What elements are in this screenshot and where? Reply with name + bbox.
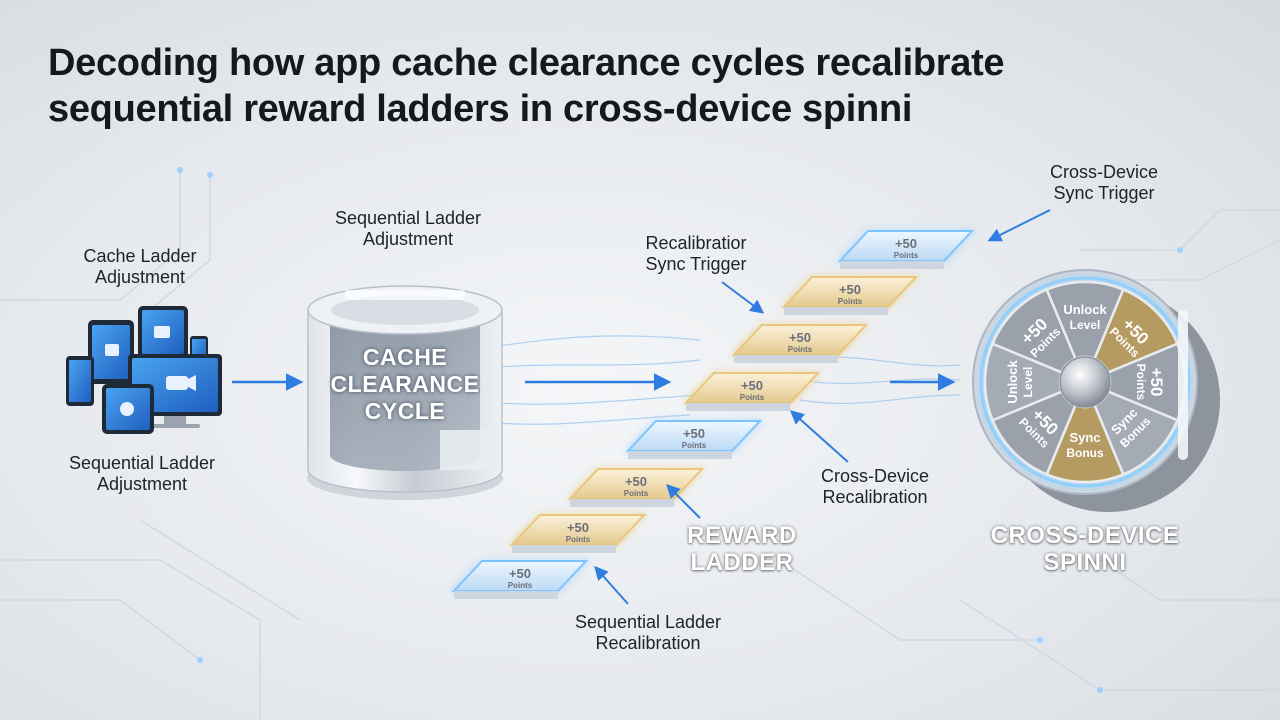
- ladder-step-side: [628, 451, 732, 459]
- wheel-segment-line2: Level: [1021, 367, 1035, 398]
- circuit-nodes: [177, 167, 1183, 693]
- ladder-step-value: +50: [789, 330, 811, 345]
- label-line: Sync Trigger: [1053, 183, 1155, 203]
- title-line: CROSS-DEVICE: [990, 522, 1180, 549]
- label-line: Adjustment: [94, 267, 186, 287]
- label-line: Recalibration: [595, 633, 701, 653]
- label-line: Adjustment: [96, 474, 188, 494]
- ladder-step-caption: Points: [838, 297, 863, 306]
- title-line: REWARD: [687, 522, 797, 549]
- label-line: Adjustment: [362, 229, 454, 249]
- spin-wheel: UnlockLevel+50Points+50PointsSyncBonusSy…: [972, 269, 1220, 512]
- ladder-step-value: +50: [625, 474, 647, 489]
- label-sequential-ladder-adjustment-top: Sequential Ladder Adjustment: [318, 208, 498, 250]
- page-title: Decoding how app cache clearance cycles …: [48, 40, 1228, 132]
- wheel-segment-line2: Bonus: [1066, 446, 1104, 460]
- title-line: LADDER: [690, 549, 794, 576]
- ladder-step-side: [454, 591, 558, 599]
- ladder-step-value: +50: [683, 426, 705, 441]
- ladder-step-side: [570, 499, 674, 507]
- label-line: Sequential Ladder: [334, 208, 482, 228]
- label-sequential-ladder-recalibration: Sequential Ladder Recalibration: [558, 612, 738, 654]
- title-line-1: Decoding how app cache clearance cycles …: [48, 42, 1005, 84]
- ladder-step-caption: Points: [740, 393, 765, 402]
- label-recalibration-sync-trigger: Recalibratior Sync Trigger: [626, 233, 766, 275]
- wheel-segment-line1: +50: [1147, 368, 1166, 397]
- label-line: Sync Trigger: [645, 254, 747, 274]
- label-line: Cross-Device: [1049, 162, 1159, 182]
- ladder-step-value: +50: [567, 520, 589, 535]
- arrow-cross-sync: [987, 209, 1051, 242]
- ladder-step-caption: Points: [788, 345, 813, 354]
- ladder-step-side: [840, 261, 944, 269]
- label-line: Recalibration: [822, 487, 928, 507]
- wheel-segment-line1: Sync: [1069, 430, 1100, 445]
- label-line: Recalibratior: [645, 233, 747, 253]
- wheel-segment-line2: Points: [1134, 364, 1148, 401]
- ladder-step-caption: Points: [566, 535, 591, 544]
- ladder-step-value: +50: [741, 378, 763, 393]
- ladder-step-caption: Points: [508, 581, 533, 590]
- title-line-2: sequential reward ladders in cross-devic…: [48, 88, 913, 130]
- ladder-step-side: [734, 355, 838, 363]
- wheel-segment-line2: Level: [1070, 318, 1101, 332]
- wheel-segment-line1: Unlock: [1063, 302, 1107, 317]
- wheel-segment-line1: Unlock: [1005, 360, 1020, 404]
- ladder-step-caption: Points: [682, 441, 707, 450]
- ladder-step-side: [686, 403, 790, 411]
- arrow-seq-recal: [594, 565, 629, 605]
- label-cross-device-sync-trigger: Cross-Device Sync Trigger: [1034, 162, 1174, 204]
- label-line: Sequential Ladder: [574, 612, 722, 632]
- cylinder-line: CYCLE: [364, 398, 446, 424]
- ladder-step-value: +50: [895, 236, 917, 251]
- label-line: Cross-Device: [820, 466, 930, 486]
- cache-cylinder: [307, 285, 503, 500]
- ladder-step-side: [784, 307, 888, 315]
- label-line: Cache Ladder: [83, 246, 197, 266]
- label-sequential-ladder-adjustment-left: Sequential Ladder Adjustment: [52, 453, 232, 495]
- arrow-reward-ladder: [666, 484, 701, 519]
- ladder-step-caption: Points: [624, 489, 649, 498]
- ladder-step-value: +50: [509, 566, 531, 581]
- ladder-step-caption: Points: [894, 251, 919, 260]
- reward-ladder-title: REWARD LADDER: [672, 522, 812, 576]
- cylinder-line: CLEARANCE: [330, 371, 480, 397]
- cylinder-line: CACHE: [362, 344, 448, 370]
- title-line: SPINNI: [1043, 549, 1127, 576]
- cross-device-spinni-title: CROSS-DEVICE SPINNI: [985, 522, 1185, 576]
- label-cross-device-recalibration: Cross-Device Recalibration: [805, 466, 945, 508]
- cache-clearance-cycle-label: CACHE CLEARANCE CYCLE: [330, 344, 480, 425]
- devices-cluster: [66, 306, 222, 434]
- arrow-recal-sync: [721, 281, 765, 314]
- label-line: Sequential Ladder: [68, 453, 216, 473]
- ladder-step-side: [512, 545, 616, 553]
- arrow-cross-recal: [789, 410, 849, 463]
- label-cache-ladder-adjustment: Cache Ladder Adjustment: [70, 246, 210, 288]
- ladder-step-value: +50: [839, 282, 861, 297]
